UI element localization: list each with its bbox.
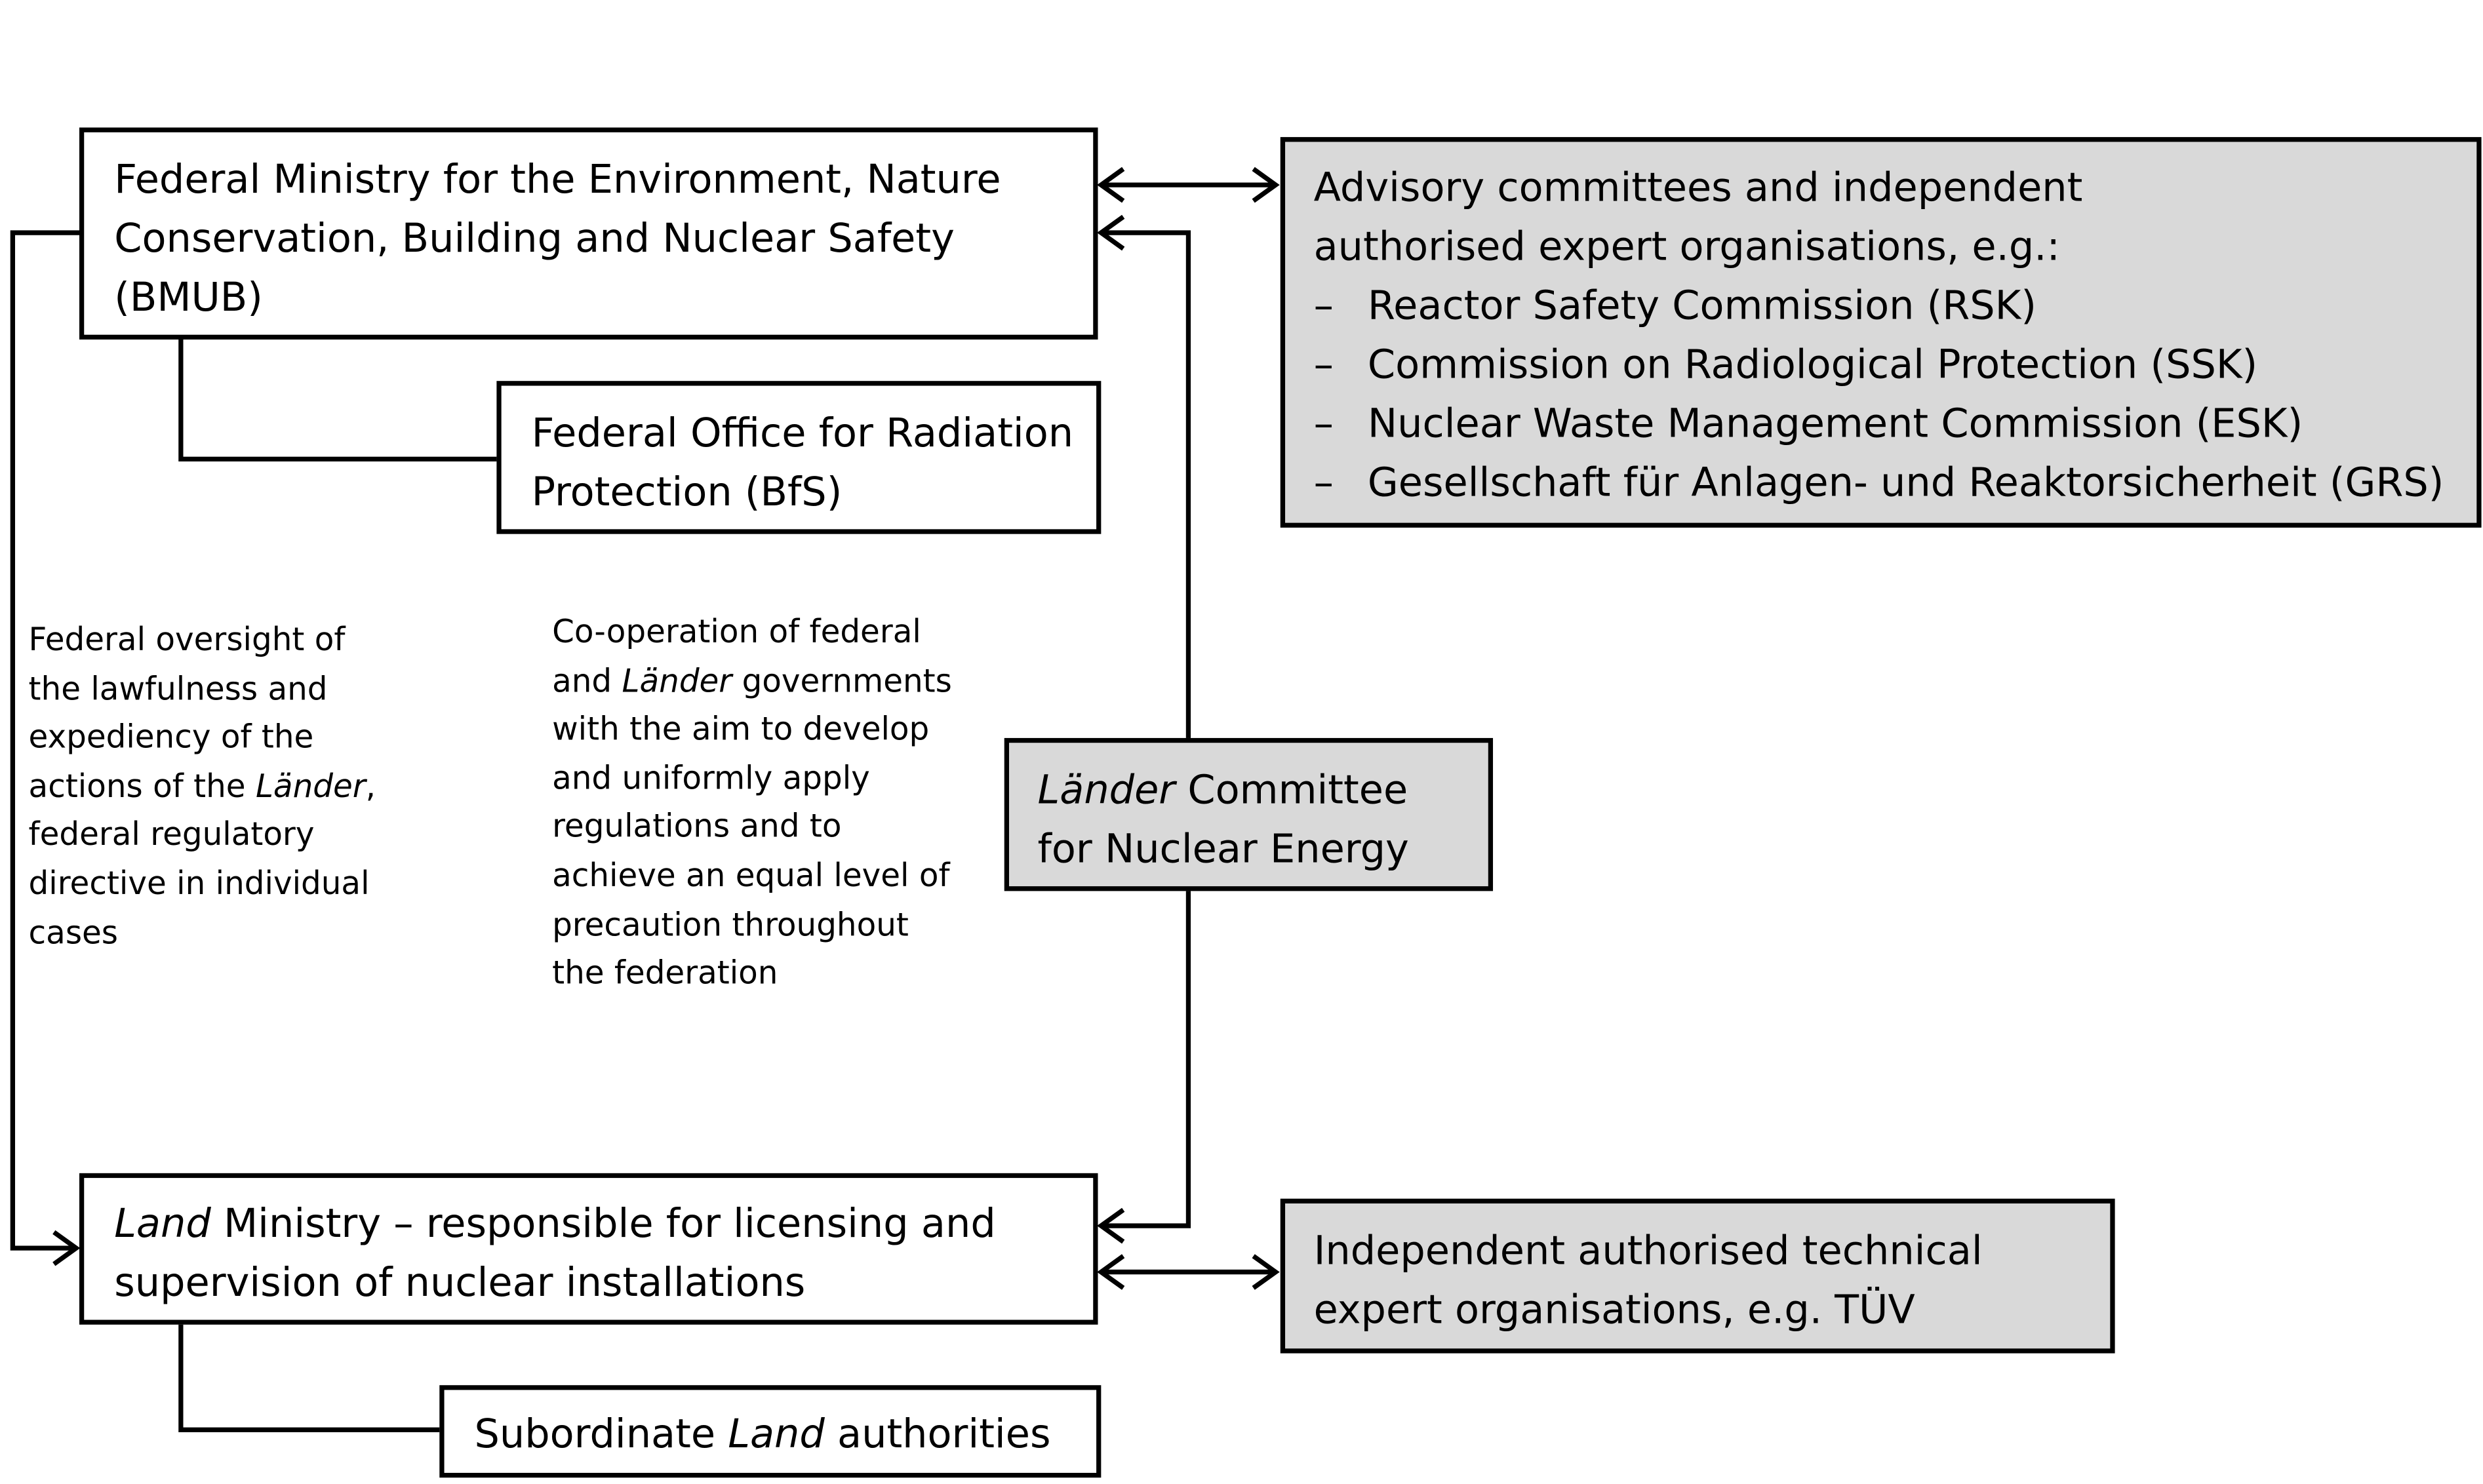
committee-land-arrowhead xyxy=(1097,1207,1125,1244)
bmub-advisory-arrowhead-left xyxy=(1097,166,1125,203)
oversight-arrowhead xyxy=(52,1230,81,1266)
list-dash: – xyxy=(1313,282,1334,328)
subordinate-text: Subordinate xyxy=(474,1411,728,1457)
committee-emphasis: Länder xyxy=(1037,766,1176,813)
note-line: regulations and to xyxy=(552,807,842,846)
committee-bmub-connector xyxy=(1101,230,1191,740)
note-text: , xyxy=(365,766,376,805)
advisory-item: –Commission on Radiological Protection (… xyxy=(1314,335,2477,394)
note-line: Federal oversight of xyxy=(28,619,346,659)
subordinate-line: Subordinate Land authorities xyxy=(475,1404,1097,1463)
bmub-line-2: Conservation, Building and Nuclear Safet… xyxy=(114,215,955,262)
note-emphasis: Länder xyxy=(255,766,366,805)
land-ministry-line-2: supervision of nuclear installations xyxy=(114,1259,806,1306)
note-line: Co-operation of federal xyxy=(552,612,921,651)
bfs-box: Federal Office for Radiation Protection … xyxy=(496,381,1102,534)
committee-bmub-arrowhead xyxy=(1097,214,1125,251)
note-text: and xyxy=(552,661,622,699)
note-line: the lawfulness and xyxy=(28,669,328,707)
oversight-connector xyxy=(10,230,81,1251)
note-emphasis: Länder xyxy=(622,661,732,699)
bmub-bfs-connector xyxy=(178,338,498,462)
advisory-item-label: Nuclear Waste Management Commission (ESK… xyxy=(1367,400,2303,446)
list-dash: – xyxy=(1313,459,1334,505)
advisory-intro-1: Advisory committees and independent xyxy=(1313,164,2083,210)
land-tuv-arrowhead-left xyxy=(1097,1254,1125,1290)
bmub-advisory-arrowhead-right xyxy=(1252,166,1280,203)
list-dash: – xyxy=(1313,400,1334,446)
note-line: cases xyxy=(28,912,119,951)
oversight-note: Federal oversight of the lawfulness and … xyxy=(29,615,376,957)
note-line: precaution throughout xyxy=(552,905,909,943)
advisory-item: –Reactor Safety Commission (RSK) xyxy=(1314,276,2477,335)
note-line: and uniformly apply xyxy=(552,758,870,797)
land-ministry-text: Ministry – responsible for licensing and xyxy=(210,1200,996,1247)
bfs-line-1: Federal Office for Radiation xyxy=(531,409,1074,456)
advisory-box: Advisory committees and independent auth… xyxy=(1280,137,2482,528)
land-emphasis: Land xyxy=(114,1200,211,1247)
note-text: actions of the xyxy=(28,766,256,805)
note-line: the federation xyxy=(552,953,778,992)
advisory-intro-2: authorised expert organisations, e.g.: xyxy=(1313,223,2060,269)
advisory-item-label: Gesellschaft für Anlagen- und Reaktorsic… xyxy=(1367,459,2444,505)
advisory-item-label: Reactor Safety Commission (RSK) xyxy=(1367,282,2036,328)
committee-land-connector xyxy=(1101,888,1191,1228)
tuv-box: Independent authorised technical expert … xyxy=(1280,1198,2115,1354)
note-line: achieve an equal level of xyxy=(552,855,950,895)
bmub-line-3: (BMUB) xyxy=(114,274,263,321)
tuv-line-2: expert organisations, e.g. TÜV xyxy=(1313,1286,1915,1333)
land-ministry-box: Land Ministry – responsible for licensin… xyxy=(79,1173,1098,1325)
committee-line-2: for Nuclear Energy xyxy=(1037,825,1409,872)
advisory-item: –Nuclear Waste Management Commission (ES… xyxy=(1314,394,2477,453)
laender-committee-box: Länder Committee for Nuclear Energy xyxy=(1004,737,1494,891)
land-subordinate-connector xyxy=(178,1323,441,1432)
list-dash: – xyxy=(1313,341,1334,387)
note-line: actions of the Länder, xyxy=(29,762,376,810)
subordinate-emphasis: Land xyxy=(728,1411,825,1457)
subordinate-box: Subordinate Land authorities xyxy=(439,1385,1102,1478)
note-line: federal regulatory xyxy=(28,815,315,853)
note-line: with the aim to develop xyxy=(552,709,930,748)
land-tuv-arrowhead-right xyxy=(1252,1254,1280,1290)
subordinate-text: authorities xyxy=(824,1411,1051,1457)
committee-text: Committee xyxy=(1175,766,1408,813)
advisory-item: –Gesellschaft für Anlagen- und Reaktorsi… xyxy=(1314,453,2477,512)
cooperation-note: Co-operation of federal and Länder gover… xyxy=(552,608,952,998)
bmub-line-1: Federal Ministry for the Environment, Na… xyxy=(114,156,1001,203)
note-line: directive in individual xyxy=(28,863,370,903)
note-text: governments xyxy=(732,661,952,699)
note-line: expediency of the xyxy=(28,717,314,756)
bmub-box: Federal Ministry for the Environment, Na… xyxy=(79,127,1098,340)
committee-line-1: Länder Committee xyxy=(1038,760,1488,819)
note-line: and Länder governments xyxy=(552,656,952,705)
land-ministry-line-1: Land Ministry – responsible for licensin… xyxy=(114,1194,1093,1253)
advisory-item-label: Commission on Radiological Protection (S… xyxy=(1367,341,2258,387)
bfs-line-2: Protection (BfS) xyxy=(531,468,843,515)
tuv-line-1: Independent authorised technical xyxy=(1313,1227,1983,1274)
